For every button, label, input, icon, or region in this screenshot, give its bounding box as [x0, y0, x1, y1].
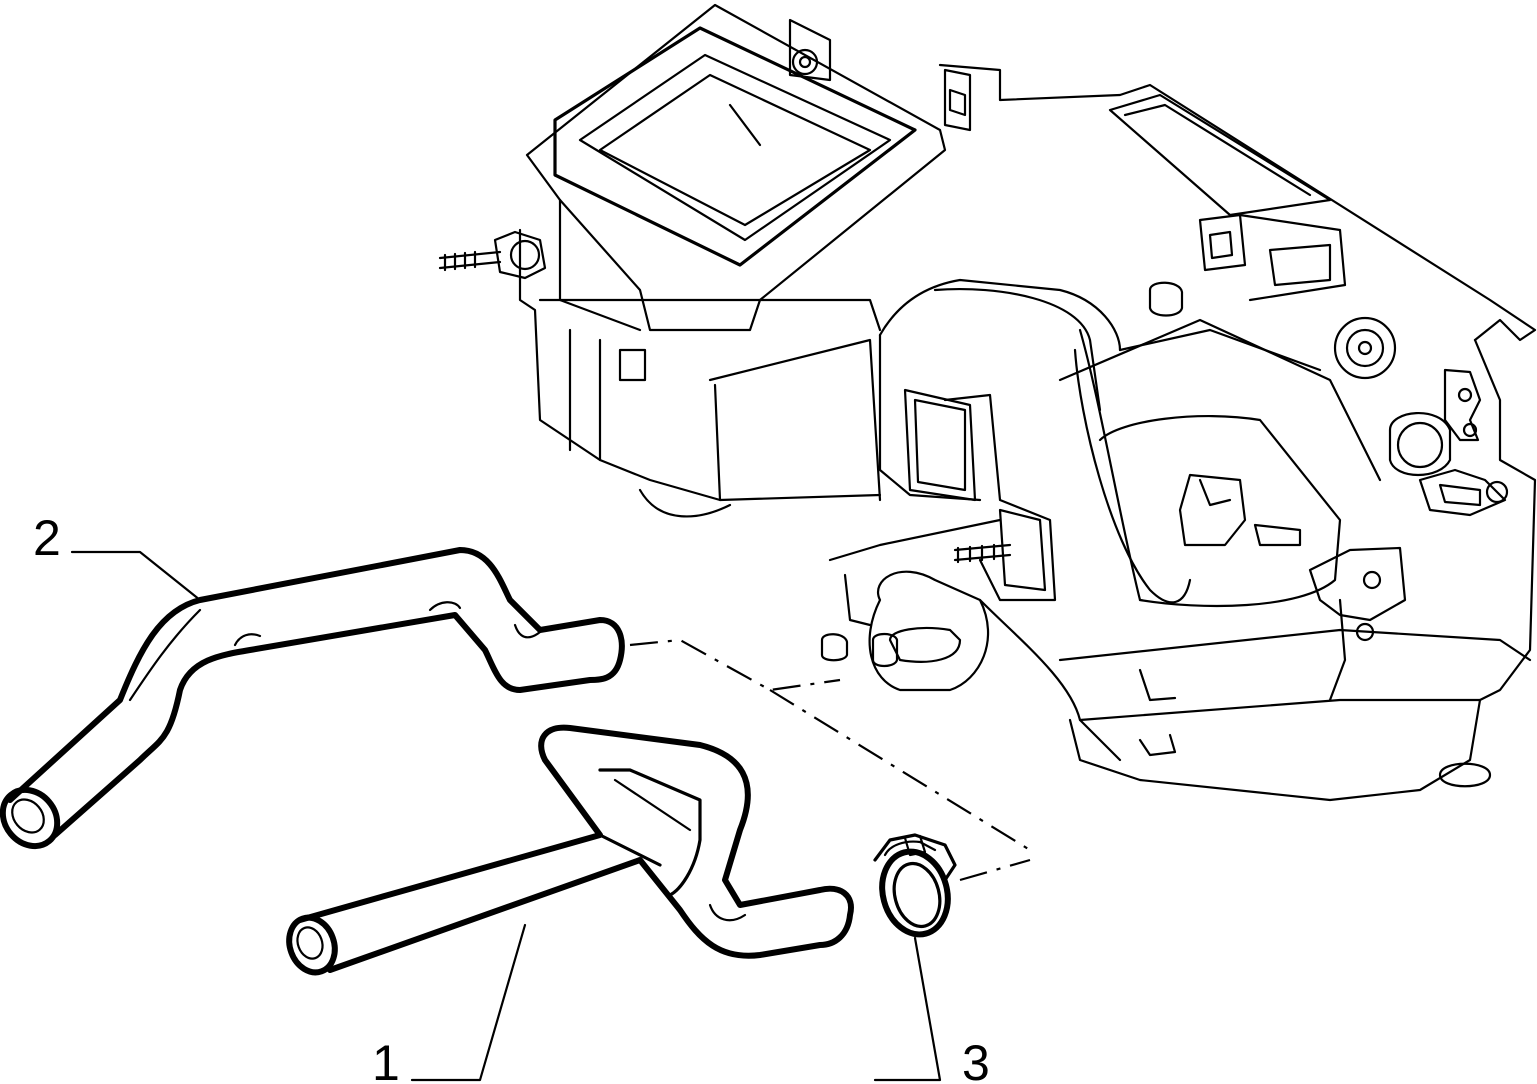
leader-line-1 [410, 923, 527, 1082]
temperature-sensor [438, 230, 547, 280]
callout-label-3: 3 [962, 1035, 990, 1084]
heater-core-body [938, 63, 1537, 802]
heater-unit-assembly [438, 3, 1537, 802]
distribution-box [820, 518, 1532, 788]
evaporator-housing [518, 228, 882, 518]
callout-leaders [70, 550, 942, 1082]
hose-clamp-part-3 [873, 833, 957, 938]
hose-part-2 [0, 547, 625, 850]
air-intake-box [525, 3, 947, 332]
callout-label-2: 2 [33, 510, 61, 566]
leader-line-3 [873, 936, 942, 1082]
callout-label-1: 1 [372, 1035, 400, 1084]
assembly-guide-lines [629, 638, 1031, 882]
blower-housing [878, 278, 1382, 608]
leader-line-2 [70, 550, 202, 602]
hose-part-1 [286, 724, 854, 976]
